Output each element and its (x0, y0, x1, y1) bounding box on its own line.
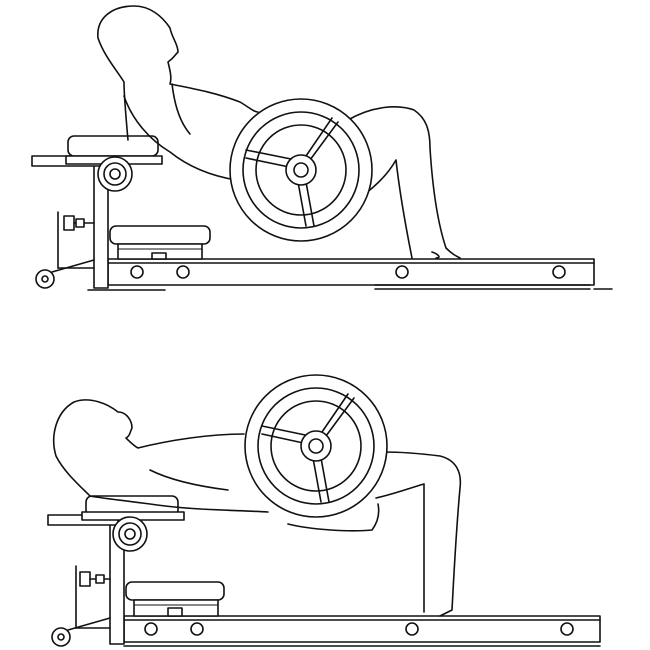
transport-wheel (51, 627, 71, 647)
barbell-sleeve (293, 162, 309, 178)
transport-wheel (35, 269, 55, 289)
panel-start-position (31, 5, 613, 291)
plate-face (270, 400, 362, 492)
rail-hole (560, 622, 574, 636)
rail-hole (190, 622, 204, 636)
rail-hole (144, 622, 158, 636)
athlete-figure (97, 5, 461, 259)
pad-roller (97, 156, 133, 192)
plate-face (255, 124, 347, 216)
machine-base-rail (107, 258, 613, 290)
seat-pad (109, 225, 211, 260)
athlete-figure (52, 399, 462, 617)
rail-hole (405, 622, 419, 636)
barbell-plate (229, 98, 373, 242)
plate-inner-rim (257, 387, 375, 505)
seat-pad (125, 581, 225, 617)
barbell-plate (244, 374, 388, 518)
wheel-hub (41, 275, 49, 283)
rail-hole (176, 265, 190, 279)
machine-upright (35, 159, 166, 291)
rail-hole (552, 265, 566, 279)
wheel-hub (57, 633, 65, 641)
back-pad (47, 495, 185, 552)
machine-base-rail (123, 615, 601, 647)
plate-inner-rim (242, 111, 360, 229)
panel-top-position (47, 374, 601, 647)
rail-hole (395, 265, 409, 279)
back-pad (31, 135, 163, 192)
pad-roller (112, 516, 148, 552)
barbell-sleeve (308, 438, 324, 454)
rail-hole (130, 265, 144, 279)
